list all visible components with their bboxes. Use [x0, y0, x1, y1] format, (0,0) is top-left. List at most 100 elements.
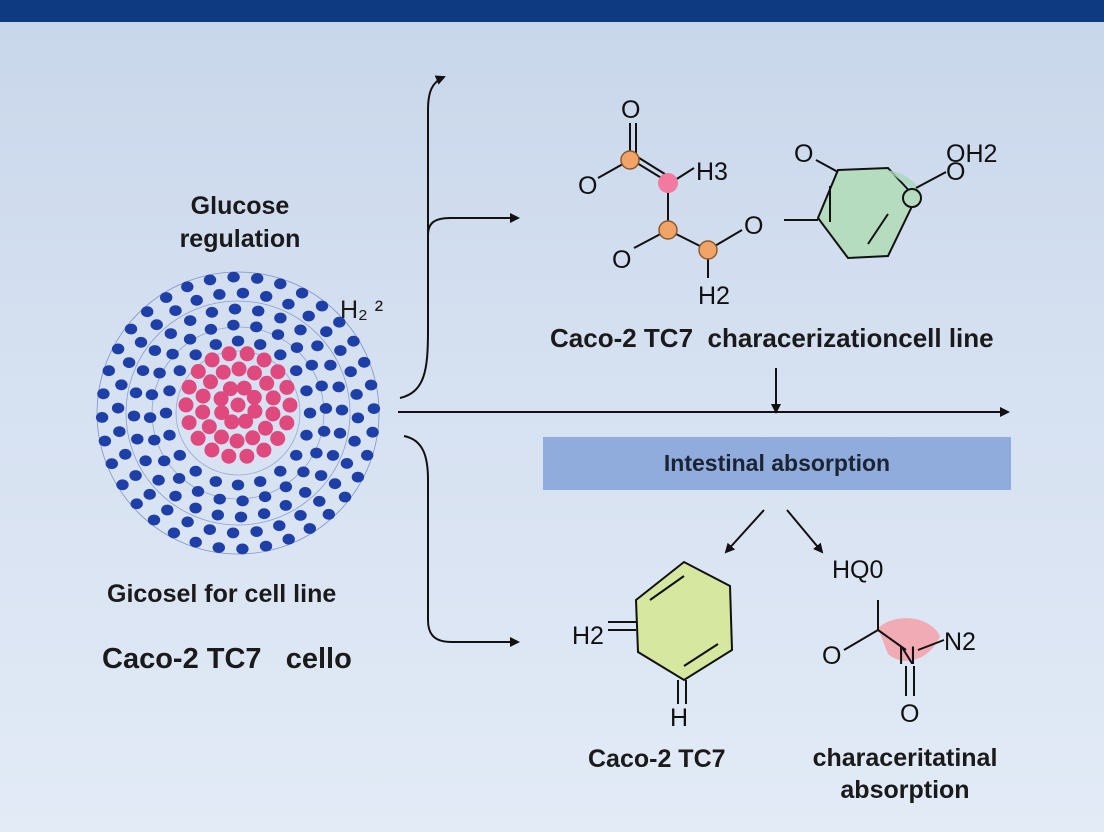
pink-cell-dot	[239, 346, 255, 362]
arrow-to-bottom-molecules	[403, 435, 520, 647]
blue-cell-dot	[290, 365, 303, 377]
blue-cell-dot	[183, 333, 197, 345]
blue-cell-dot	[367, 403, 381, 414]
blue-cell-dot	[95, 412, 109, 423]
pink-cell-dot	[190, 364, 206, 379]
pink-cell-dot	[282, 397, 298, 413]
pink-cell-dot	[238, 413, 254, 429]
blue-cell-dot	[303, 523, 316, 534]
intestinal-absorption-label: Intestinal absorption	[663, 450, 891, 476]
blue-cell-dot	[259, 540, 273, 552]
blue-cell-dot	[211, 509, 224, 521]
characterization-label: Caco-2 TC7 characerizationcell line	[550, 323, 994, 353]
blue-cell-dot	[366, 426, 379, 438]
blue-cell-dot	[274, 278, 287, 290]
blue-cell-dot	[181, 516, 194, 528]
blue-cell-dot	[102, 365, 116, 377]
blue-cell-dot	[271, 329, 285, 340]
blue-cell-dot	[300, 429, 313, 441]
blue-cell-dot	[213, 493, 226, 505]
blue-cell-dot	[328, 478, 342, 490]
atom-labels: O O H3 O O H2 O OH2 O H2 H HQ0 O N N2 O	[572, 96, 997, 732]
blue-cell-dot	[274, 349, 287, 361]
blue-cell-dot	[364, 379, 378, 391]
atom-n2: N2	[944, 628, 976, 656]
blue-cell-dot	[111, 402, 125, 414]
blue-cell-dot	[173, 449, 186, 461]
pink-cell-dot	[230, 397, 246, 413]
blue-cell-dot	[159, 407, 173, 419]
pink-cell-dot	[204, 352, 220, 368]
pink-cell-dot	[201, 419, 217, 435]
blue-cell-dot	[141, 306, 154, 318]
pink-cell-dot	[224, 414, 240, 430]
blue-cell-dot	[173, 365, 186, 377]
blue-cell-dot	[181, 281, 194, 293]
blue-cell-dot	[163, 385, 176, 397]
blue-cell-dot	[314, 470, 328, 481]
blue-cell-dot	[315, 300, 329, 312]
blue-cell-dot	[169, 490, 182, 502]
blue-cell-dot	[311, 340, 324, 352]
pink-cell-dot	[270, 364, 286, 380]
blue-cell-dot	[340, 458, 354, 469]
pink-cell-dot	[195, 388, 211, 404]
pink-cell-dot	[214, 429, 229, 445]
blue-cell-dot	[351, 412, 365, 424]
blue-cell-dot	[297, 466, 310, 478]
pink-cell-dot	[203, 374, 218, 390]
pink-cell-dot	[245, 430, 261, 446]
pink-cell-dot	[258, 420, 273, 436]
pink-cell-dot	[247, 365, 262, 381]
blue-cell-dot	[167, 527, 181, 539]
blue-cell-dot	[189, 349, 202, 361]
pink-cell-dot	[236, 380, 252, 396]
atom-o: O	[900, 700, 919, 728]
molecule-bottom-left	[608, 560, 734, 704]
blue-cell-dot	[260, 291, 273, 302]
blue-cell-dot	[184, 315, 197, 326]
blue-cell-dot	[258, 491, 272, 503]
blue-cell-dot	[317, 425, 331, 437]
arrow-banner-right	[786, 509, 824, 554]
blue-cell-dot	[319, 403, 333, 414]
blue-cell-dot	[148, 345, 162, 356]
blue-cell-dot	[332, 381, 345, 393]
blue-cell-dot	[129, 470, 142, 481]
blue-cell-dot	[169, 305, 182, 316]
blue-cell-dot	[274, 465, 287, 477]
blue-cell-dot	[190, 294, 203, 306]
blue-cell-dot	[282, 298, 295, 310]
blue-cell-dot	[282, 533, 295, 545]
blue-cell-dot	[250, 321, 263, 333]
blue-cell-dot	[204, 323, 218, 335]
blue-cell-dot	[119, 448, 132, 460]
blue-cell-dots	[95, 271, 381, 555]
blue-cell-dot	[172, 473, 186, 484]
blue-cell-dot	[131, 433, 144, 445]
blue-cell-dot	[134, 336, 148, 348]
pink-cell-dot	[239, 448, 255, 464]
blue-cell-dot	[234, 511, 248, 523]
pink-cell-dot	[246, 389, 262, 405]
atom-h2: H2	[572, 622, 604, 650]
pink-cell-dot	[214, 405, 230, 421]
atom-hq0: HQ0	[832, 556, 883, 584]
arrow-banner-left	[724, 509, 765, 554]
pink-cell-dot	[221, 448, 237, 464]
blue-cell-dot	[153, 367, 166, 379]
blue-cell-dot	[348, 435, 361, 447]
pink-cell-dot	[247, 403, 263, 419]
blue-cell-dot	[250, 526, 263, 537]
gicosel-label: Gicosel for cell line	[107, 580, 337, 608]
blue-cell-dot	[145, 389, 159, 401]
pink-cell-dot	[215, 364, 231, 380]
blue-cell-dot	[227, 319, 240, 331]
atom-o: O	[612, 246, 631, 274]
atom-o: O	[578, 172, 597, 200]
blue-cell-dot	[236, 495, 249, 507]
blue-cell-dot	[163, 429, 176, 441]
molecule-top-left	[597, 123, 743, 278]
blue-cell-dot	[351, 471, 365, 483]
